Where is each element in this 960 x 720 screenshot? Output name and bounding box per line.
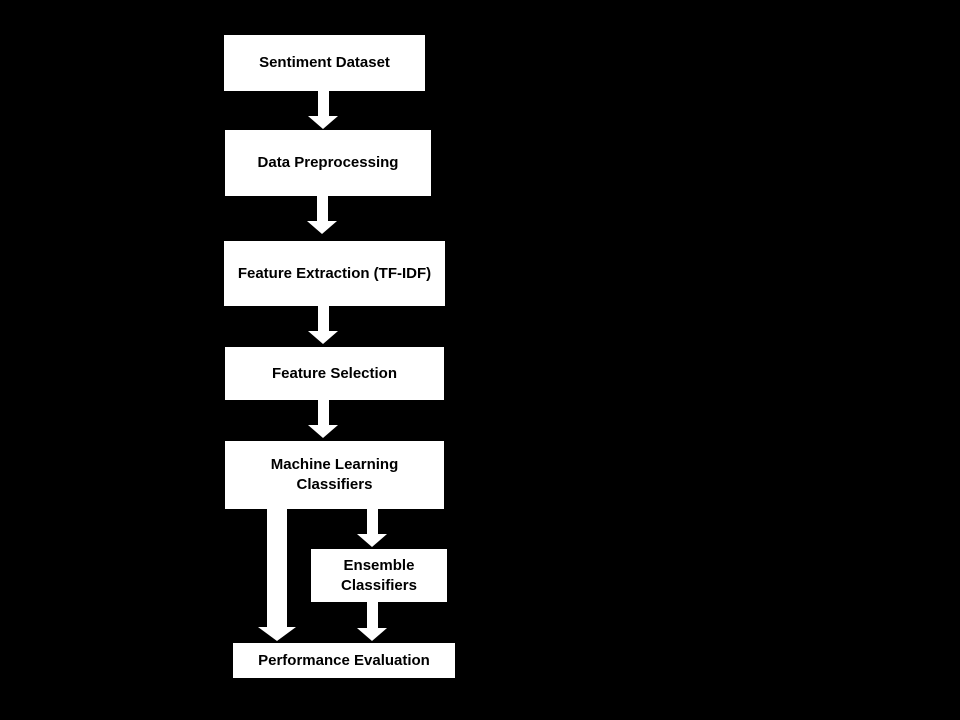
arrow-shaft <box>317 91 329 116</box>
arrow-head <box>258 627 296 641</box>
node-data-preprocessing: Data Preprocessing <box>225 130 431 196</box>
arrow-shaft <box>267 509 287 627</box>
arrow-shaft <box>317 400 329 425</box>
flow-arrow-icon <box>357 602 387 641</box>
flow-arrow-icon <box>308 306 338 344</box>
arrow-head <box>308 331 338 344</box>
arrow-head <box>307 221 337 234</box>
arrow-shaft <box>317 306 329 331</box>
flow-arrow-icon <box>308 400 338 438</box>
arrow-head <box>308 116 338 129</box>
arrow-shaft <box>366 602 378 628</box>
flow-arrow-icon <box>307 196 337 234</box>
node-feature-extraction: Feature Extraction (TF-IDF) <box>224 241 445 306</box>
node-sentiment-dataset: Sentiment Dataset <box>224 35 425 91</box>
node-feature-selection: Feature Selection <box>225 347 444 400</box>
arrow-head <box>308 425 338 438</box>
arrow-head <box>357 628 387 641</box>
node-performance-evaluation: Performance Evaluation <box>233 643 455 678</box>
node-machine-learning-classifiers: Machine Learning Classifiers <box>225 441 444 509</box>
arrow-shaft <box>366 509 378 534</box>
flow-arrow-icon <box>308 91 338 129</box>
arrow-shaft <box>316 196 328 221</box>
flow-arrow-icon <box>357 509 387 547</box>
flow-arrow-icon <box>258 509 296 641</box>
arrow-head <box>357 534 387 547</box>
node-ensemble-classifiers: Ensemble Classifiers <box>311 549 447 602</box>
